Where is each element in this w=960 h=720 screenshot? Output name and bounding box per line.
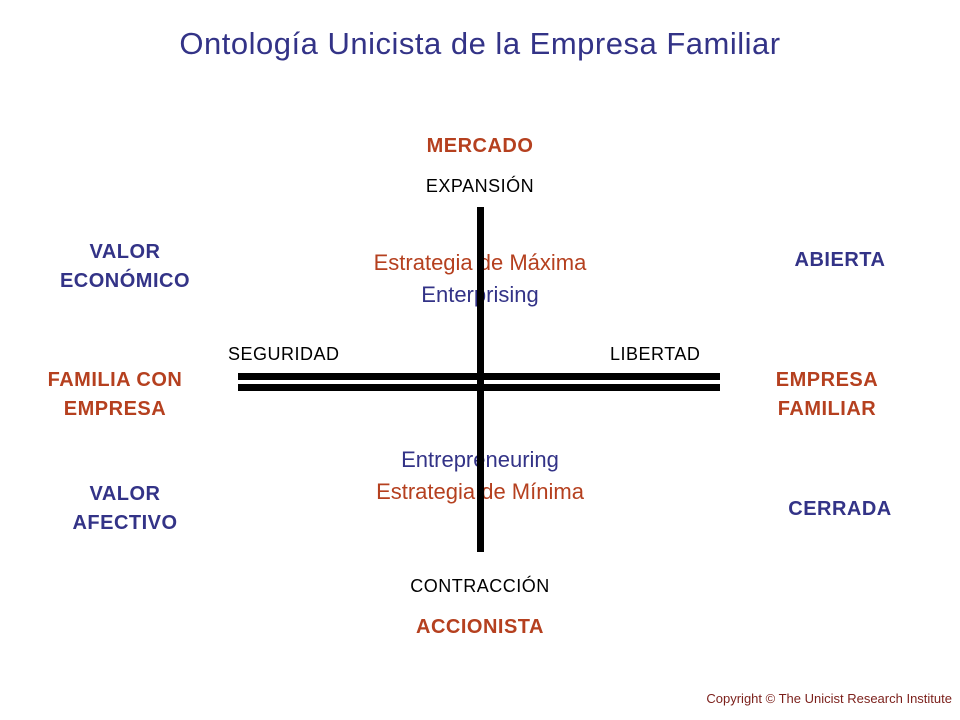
- left-label-valor-afectivo: VALOR AFECTIVO: [72, 483, 178, 534]
- axis-bottom-sublabel-contraccion: CONTRACCIÓN: [410, 576, 550, 596]
- copyright-notice: Copyright © The Unicist Research Institu…: [706, 691, 952, 706]
- horizontal-axis-double-line: [238, 373, 720, 391]
- right-label-empresa-familiar: EMPRESA FAMILIAR: [775, 369, 879, 420]
- axis-bottom-label-accionista: ACCIONISTA: [416, 616, 544, 638]
- axis-right-label-libertad: LIBERTAD: [610, 344, 701, 364]
- right-label-abierta: ABIERTA: [794, 249, 886, 271]
- left-label-familia-con-empresa: FAMILIA CON EMPRESA: [47, 369, 183, 420]
- page-title: Ontología Unicista de la Empresa Familia…: [179, 26, 781, 61]
- axis-left-label-seguridad: SEGURIDAD: [228, 344, 340, 364]
- axis-top-sublabel-expansion: EXPANSIÓN: [425, 176, 535, 196]
- axis-top-label-mercado: MERCADO: [426, 135, 534, 157]
- left-label-valor-economico: VALOR ECONÓMICO: [59, 241, 191, 292]
- right-label-cerrada: CERRADA: [788, 498, 892, 520]
